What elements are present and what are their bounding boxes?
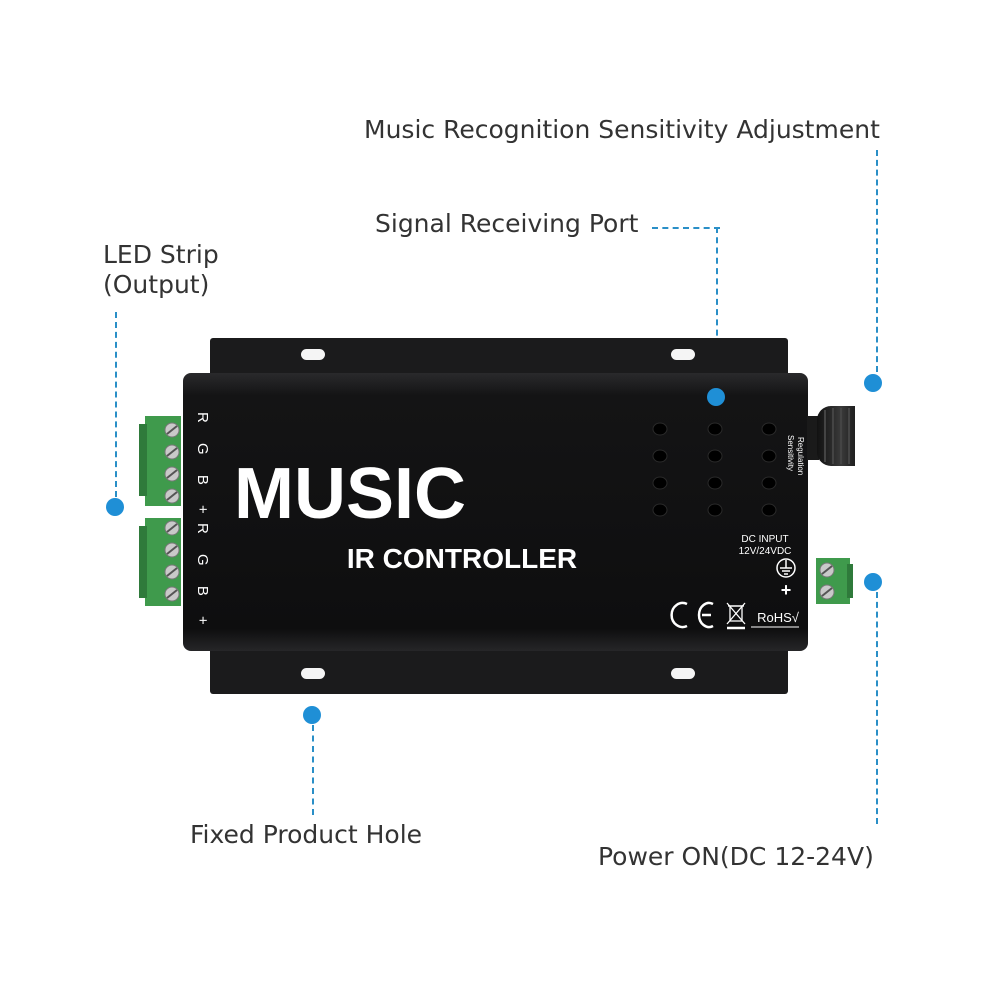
- leader-led: [115, 312, 117, 497]
- signal-receiving-holes: [652, 422, 777, 517]
- ground-icon: [776, 558, 796, 578]
- callout-signal-port: Signal Receiving Port: [375, 209, 639, 238]
- rgb-label-bottom: R G B +: [194, 523, 211, 633]
- callout-led-strip: LED Strip (Output): [103, 240, 219, 300]
- controller-case: [183, 373, 808, 651]
- certification-marks: RoHS√: [670, 601, 800, 630]
- mount-hole-bottom-left: [301, 668, 325, 679]
- mount-hole-bottom-right: [671, 668, 695, 679]
- ir-controller-device: R G B + R G B + MUSIC IR CONTROLLER Sens…: [135, 330, 877, 695]
- sensitivity-label-line2: Regulation: [796, 437, 805, 475]
- ce-mark-e: [697, 601, 714, 629]
- rgb-label-top: R G B +: [194, 412, 211, 522]
- dot-signal-port: [707, 388, 725, 406]
- leader-signal-v: [716, 227, 718, 387]
- dot-led-strip: [106, 498, 124, 516]
- leader-hole: [312, 725, 314, 815]
- callout-led-strip-line1: LED Strip: [103, 240, 219, 269]
- dc-voltage-label: 12V/24VDC: [739, 546, 792, 557]
- callout-sensitivity: Music Recognition Sensitivity Adjustment: [364, 115, 880, 144]
- leader-sensitivity: [876, 150, 878, 372]
- device-title: IR CONTROLLER: [347, 543, 577, 574]
- sensitivity-knob[interactable]: [807, 406, 877, 466]
- dot-sensitivity: [864, 374, 882, 392]
- music-logo: MUSIC: [234, 454, 466, 534]
- callout-power: Power ON(DC 12-24V): [598, 842, 874, 871]
- mount-hole-top-right: [671, 349, 695, 360]
- weee-bin-icon: [726, 602, 746, 630]
- led-output-terminal: [139, 416, 181, 606]
- mount-hole-top-left: [301, 349, 325, 360]
- leader-signal-h: [652, 227, 720, 229]
- dot-power: [864, 573, 882, 591]
- callout-led-strip-line2: (Output): [103, 270, 210, 299]
- dot-fixed-hole: [303, 706, 321, 724]
- dc-input-label: DC INPUT: [741, 534, 788, 545]
- ce-mark-icon: [670, 601, 688, 629]
- power-terminal[interactable]: [816, 558, 853, 604]
- plus-symbol: +: [781, 580, 792, 600]
- sensitivity-label-line1: Sensitivity: [786, 435, 795, 471]
- leader-power: [876, 592, 878, 824]
- callout-fixed-hole: Fixed Product Hole: [190, 820, 423, 849]
- rohs-label: RoHS√: [757, 610, 800, 625]
